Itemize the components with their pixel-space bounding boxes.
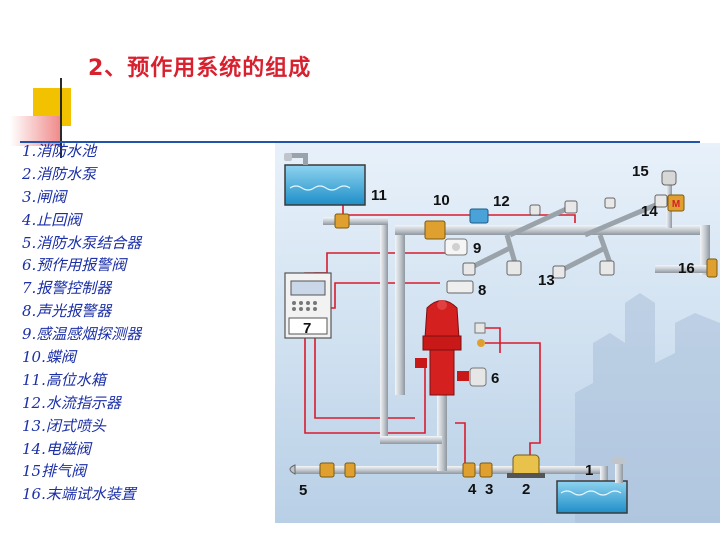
preaction-alarm-valve — [415, 300, 487, 396]
detector — [444, 238, 468, 256]
legend-item-preaction-alarm-valve: 6.预作用报警阀 — [22, 256, 127, 275]
legend-item-alarm-controller: 7.报警控制器 — [22, 279, 112, 298]
check-valve-left — [319, 462, 335, 478]
end-test-device — [706, 258, 718, 278]
label-12: 12 — [493, 193, 510, 210]
fire-pool — [556, 458, 628, 514]
legend-item-check-valve: 4.止回阀 — [22, 210, 82, 229]
legend-item-exhaust-valve: 15排气阀 — [22, 462, 87, 481]
solenoid-valve-mark: M — [672, 199, 680, 210]
flow-indicator — [469, 208, 489, 224]
label-8: 8 — [478, 282, 486, 299]
legend-item-gate-valve: 3.闸阀 — [22, 187, 67, 206]
alarm-controller — [284, 272, 332, 339]
legend-item-closed-sprinkler: 13.闭式喷头 — [22, 416, 106, 435]
legend-item-pump-adapter: 5.消防水泵结合器 — [22, 233, 142, 252]
label-11: 11 — [371, 187, 387, 204]
pump-adapter — [289, 464, 296, 475]
page-title: 2、预作用系统的组成 — [88, 56, 312, 81]
label-5: 5 — [299, 482, 307, 499]
legend-item-solenoid-valve: 14.电磁阀 — [22, 439, 91, 458]
divider-line — [20, 141, 700, 143]
component-legend: 1.消防水池 2.消防水泵 3.闸阀 4.止回阀 5.消防水泵结合器 6.预作用… — [22, 140, 141, 506]
label-16: 16 — [678, 260, 695, 277]
legend-item-detector: 9.感温感烟探测器 — [22, 325, 142, 344]
valve-10 — [424, 220, 446, 240]
label-3: 3 — [485, 481, 493, 498]
label-4: 4 — [468, 481, 477, 498]
solenoid-valve — [667, 194, 685, 212]
label-7: 7 — [303, 320, 311, 337]
check-valve — [462, 462, 476, 478]
gate-valve — [479, 462, 493, 478]
elevated-tank — [284, 153, 366, 206]
legend-item-elevated-tank: 11.高位水箱 — [22, 370, 106, 389]
label-1: 1 — [585, 462, 593, 479]
legend-item-fire-pump: 2.消防水泵 — [22, 164, 97, 183]
legend-item-fire-pool: 1.消防水池 — [22, 142, 97, 160]
legend-item-flow-indicator: 12.水流指示器 — [22, 393, 121, 412]
label-6: 6 — [491, 370, 499, 387]
decorative-vertical-line — [60, 78, 62, 158]
label-15: 15 — [632, 163, 649, 180]
label-14: 14 — [641, 203, 658, 220]
label-10: 10 — [433, 192, 450, 209]
butterfly-valve-10 — [334, 213, 350, 229]
legend-item-end-test-device: 16.末端试水装置 — [22, 485, 136, 504]
label-2: 2 — [522, 481, 530, 498]
audible-visual-alarm — [446, 280, 474, 294]
preaction-system-diagram: M 11 10 12 9 8 7 6 13 15 14 16 5 4 3 2 1 — [275, 143, 720, 523]
background-building-silhouette — [575, 293, 720, 523]
fire-pump — [507, 454, 545, 478]
legend-item-butterfly-valve: 10.蝶阀 — [22, 348, 76, 367]
legend-item-audible-visual-alarm: 8.声光报警器 — [22, 302, 112, 321]
exhaust-valve — [661, 170, 677, 186]
pipe-network — [295, 183, 710, 486]
closed-sprinklers — [462, 194, 668, 279]
gate-valve-left — [344, 462, 356, 478]
label-13: 13 — [538, 272, 555, 289]
label-9: 9 — [473, 240, 481, 257]
